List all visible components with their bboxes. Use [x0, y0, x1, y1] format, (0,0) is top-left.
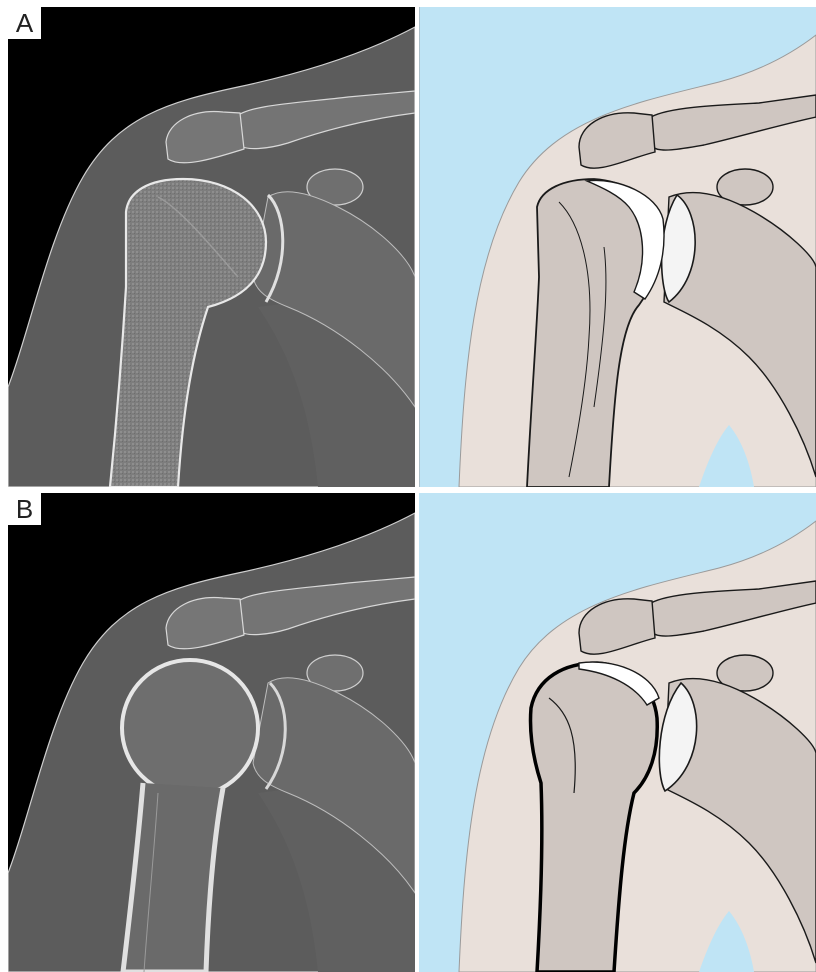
- panel-label-b: B: [8, 493, 41, 525]
- illustration-b-image: [419, 493, 816, 972]
- prosthetic-head: [122, 660, 258, 796]
- panel-b-illustration: [419, 493, 816, 972]
- panel-label-a: A: [8, 7, 41, 39]
- xray-b-image: [8, 493, 415, 972]
- panel-b-xray: B: [8, 493, 415, 972]
- panel-a-illustration: [419, 7, 816, 487]
- illustration-a-image: [419, 7, 816, 487]
- panel-a-xray: A: [8, 7, 415, 487]
- xray-a-image: [8, 7, 415, 487]
- humeral-shaft: [123, 783, 223, 972]
